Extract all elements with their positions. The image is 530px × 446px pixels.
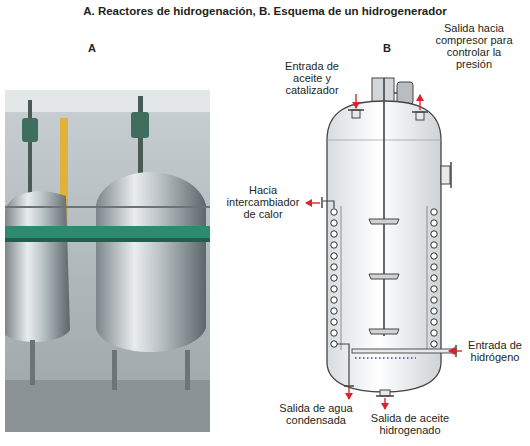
hydrogenator-schematic xyxy=(322,78,456,396)
pipe-flange xyxy=(321,197,323,208)
agitator-paddles xyxy=(369,219,399,334)
reactor-photo xyxy=(5,90,210,432)
photo-tank xyxy=(5,191,70,342)
nozzle-flange xyxy=(450,162,452,188)
photo-motor xyxy=(131,112,149,138)
nozzle-flange xyxy=(348,109,364,111)
photo-leg xyxy=(30,340,35,385)
photo-tank xyxy=(96,172,206,352)
figure-title: A. Reactores de hidrogenación, B. Esquem… xyxy=(0,4,530,18)
side-nozzle xyxy=(441,166,450,184)
photo-platform xyxy=(5,226,210,238)
photo-leg xyxy=(185,350,190,390)
condensate-pipe xyxy=(337,344,349,386)
flow-arrow xyxy=(306,202,320,203)
nozzle-flange xyxy=(412,111,428,113)
panel-letter: B xyxy=(367,42,407,54)
outlet-label: Hacia intercambiador de calor xyxy=(223,184,303,220)
inlet-label: Entrada de aceite y catalizador xyxy=(280,60,344,96)
motor-coupling xyxy=(394,92,397,94)
photo-leg xyxy=(112,350,117,390)
pipe-flange xyxy=(344,385,354,387)
inner-wall xyxy=(341,206,342,350)
outlet-label: Salida hacia compresor para controlar la… xyxy=(430,22,518,70)
hydrogen-pipe xyxy=(352,349,456,353)
flow-arrow xyxy=(419,95,420,110)
flow-arrow xyxy=(384,398,385,409)
photo-platform-edge xyxy=(5,238,210,242)
panel-letter: A xyxy=(72,42,112,54)
photo-motor-shaft xyxy=(28,100,32,195)
oil-inlet-nozzle xyxy=(352,110,360,118)
motor xyxy=(397,82,413,104)
outlet-label: Salida de aceite hidrogenado xyxy=(365,412,455,436)
flow-arrows xyxy=(306,94,462,409)
photo-motor xyxy=(22,118,38,142)
photo-ceiling xyxy=(5,90,210,112)
sparger-bubbles xyxy=(355,357,416,359)
flow-arrow xyxy=(355,94,356,108)
photo-background xyxy=(5,90,210,432)
heating-coil xyxy=(431,209,437,347)
nozzle-flange xyxy=(376,395,394,397)
heating-coil xyxy=(331,209,337,347)
flow-arrow xyxy=(348,388,349,399)
outlet-label: Salida de agua condensada xyxy=(276,402,356,426)
inner-wall xyxy=(427,206,428,350)
compressor-nozzle xyxy=(416,112,424,120)
bottom-outlet-nozzle xyxy=(380,390,390,396)
coil-outlet-pipe xyxy=(323,201,334,208)
agitator-shaft xyxy=(383,78,385,336)
flow-arrow xyxy=(449,350,462,351)
inlet-label: Entrada de hidrógeno xyxy=(465,339,525,363)
photo-railing xyxy=(5,206,210,208)
photo-floor xyxy=(5,380,210,432)
drive-neck xyxy=(372,78,394,102)
